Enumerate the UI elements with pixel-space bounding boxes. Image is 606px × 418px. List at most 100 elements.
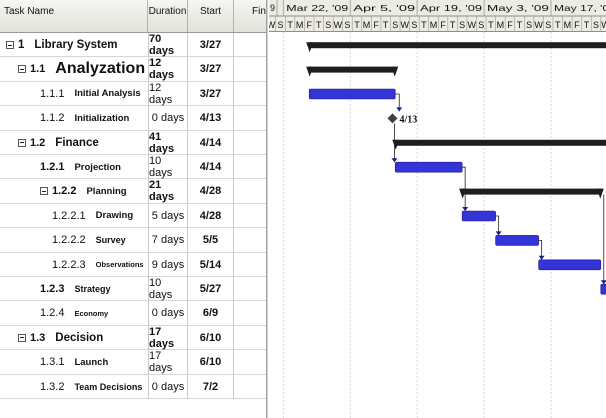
- task-finish[interactable]: [234, 82, 266, 106]
- duration-value: 0 days: [151, 307, 185, 320]
- task-start[interactable]: 4/28: [188, 203, 234, 228]
- task-finish[interactable]: [234, 228, 266, 252]
- task-start[interactable]: 5/27: [188, 277, 234, 301]
- task-duration[interactable]: 21 days: [148, 179, 188, 204]
- task-start[interactable]: 5/5: [188, 228, 234, 253]
- milestone-diamond: [387, 113, 398, 124]
- task-wbs: 1.3.1: [40, 356, 65, 369]
- dependency-arrowhead: [538, 255, 545, 260]
- collapse-minus-icon[interactable]: [18, 65, 26, 74]
- task-duration[interactable]: 10 days: [148, 277, 188, 301]
- column-header-duration[interactable]: Duration: [148, 0, 188, 32]
- task-start[interactable]: 3/27: [188, 57, 234, 82]
- task-duration[interactable]: 9 days: [148, 252, 188, 277]
- task-start[interactable]: 4/14: [188, 155, 234, 179]
- task-start[interactable]: 6/10: [188, 325, 234, 350]
- task-duration[interactable]: 41 days: [148, 130, 188, 155]
- summary-bar-body: [309, 42, 606, 49]
- task-duration[interactable]: 7 days: [148, 228, 188, 253]
- start-value: 4/28: [199, 209, 222, 222]
- task-duration[interactable]: 0 days: [148, 301, 188, 326]
- collapse-minus-icon[interactable]: [6, 41, 14, 49]
- collapse-minus-icon[interactable]: [18, 333, 26, 342]
- task-start[interactable]: 3/27: [188, 33, 234, 57]
- task-finish[interactable]: [234, 350, 266, 374]
- task-finish[interactable]: [234, 204, 266, 228]
- collapse-minus-icon[interactable]: [18, 138, 26, 147]
- task-finish[interactable]: [234, 131, 266, 155]
- task-duration[interactable]: 17 days: [148, 350, 188, 375]
- collapse-minus-icon[interactable]: [40, 187, 48, 196]
- day-letter: T: [421, 20, 427, 30]
- task-finish[interactable]: [234, 179, 266, 203]
- day-letter: W: [534, 20, 543, 30]
- task-start[interactable]: 4/28: [188, 179, 234, 204]
- task-duration[interactable]: 17 days: [148, 325, 188, 350]
- task-finish[interactable]: [234, 277, 266, 301]
- task-start[interactable]: 7/2: [188, 374, 234, 399]
- task-duration[interactable]: 12 days: [148, 81, 188, 106]
- task-wbs: 1.2.2.1: [52, 209, 86, 222]
- summary-start-cap: [306, 42, 314, 53]
- duration-value: 21 days: [149, 179, 175, 204]
- task-duration[interactable]: 5 days: [148, 203, 188, 228]
- task-duration[interactable]: 0 days: [148, 106, 188, 131]
- task-finish[interactable]: [234, 106, 266, 130]
- column-header-start[interactable]: Start: [188, 0, 234, 32]
- duration-value: 17 days: [149, 325, 175, 350]
- task-duration[interactable]: 12 days: [148, 57, 188, 82]
- task-finish[interactable]: [234, 253, 266, 277]
- task-finish[interactable]: [234, 33, 266, 57]
- week-label: May 3, '09: [487, 3, 549, 13]
- task-finish[interactable]: [234, 155, 266, 179]
- task-duration[interactable]: 10 days: [148, 155, 188, 179]
- pane-splitter[interactable]: [266, 0, 269, 418]
- task-start[interactable]: 4/13: [188, 106, 234, 131]
- task-start[interactable]: 3/27: [188, 81, 234, 106]
- task-start[interactable]: 6/10: [188, 350, 234, 375]
- task-start[interactable]: 5/14: [188, 252, 234, 277]
- task-name: Economy: [74, 308, 109, 318]
- dependency-link: [462, 166, 466, 211]
- task-start[interactable]: 6/9: [188, 301, 234, 326]
- task-finish[interactable]: [234, 326, 266, 350]
- task-duration[interactable]: 0 days: [148, 374, 188, 399]
- task-start[interactable]: 4/14: [188, 130, 234, 155]
- task-duration[interactable]: 70 days: [148, 33, 188, 57]
- task-finish[interactable]: [234, 375, 266, 399]
- task-finish[interactable]: [234, 57, 266, 81]
- column-header-task-name[interactable]: Task Name: [0, 0, 148, 32]
- task-finish[interactable]: [234, 301, 266, 325]
- column-header-finish[interactable]: Finis: [252, 6, 266, 17]
